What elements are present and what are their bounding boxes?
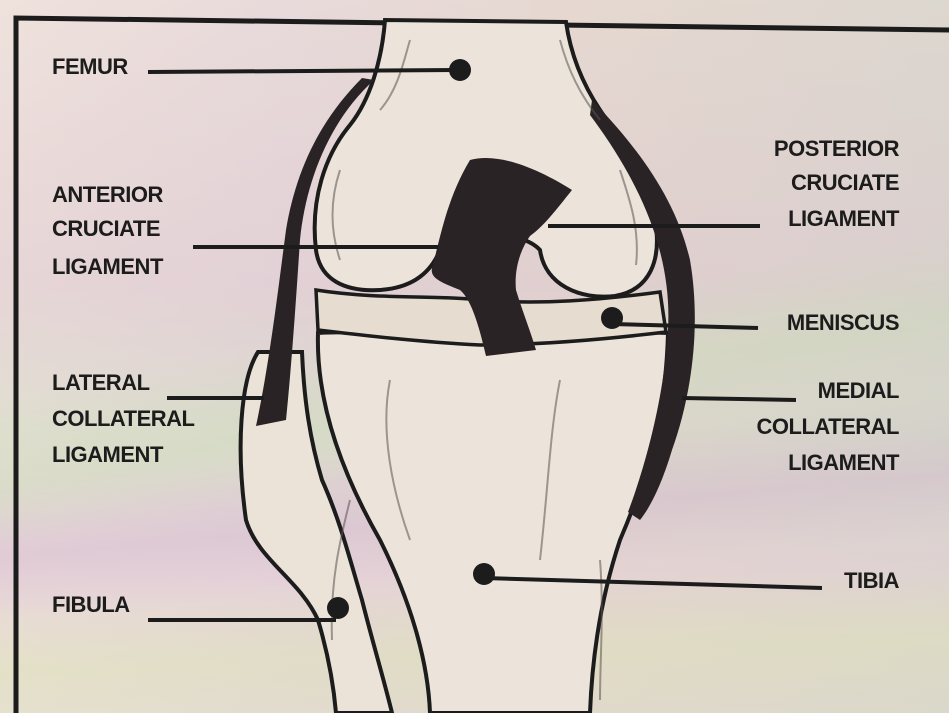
- label-mcl-line1: MEDIAL: [818, 376, 899, 406]
- label-lcl-line1: LATERAL: [52, 368, 150, 398]
- label-acl-line3: LIGAMENT: [52, 252, 163, 282]
- label-pcl-line1: POSTERIOR: [774, 134, 899, 164]
- label-mcl-line2: COLLATERAL: [757, 412, 899, 442]
- label-fibula: FIBULA: [52, 590, 130, 620]
- label-mcl-line3: LIGAMENT: [788, 448, 899, 478]
- label-acl-line1: ANTERIOR: [52, 180, 163, 210]
- meniscus-dot: [601, 307, 623, 329]
- label-femur: FEMUR: [52, 52, 128, 82]
- label-meniscus: MENISCUS: [787, 308, 899, 338]
- label-lcl-line3: LIGAMENT: [52, 440, 163, 470]
- label-lcl-line2: COLLATERAL: [52, 404, 194, 434]
- label-tibia: TIBIA: [844, 566, 899, 596]
- femur-dot: [449, 59, 471, 81]
- label-pcl-line3: LIGAMENT: [788, 204, 899, 234]
- label-acl-line2: CRUCIATE: [52, 214, 160, 244]
- fibula-dot: [327, 597, 349, 619]
- label-pcl-line2: CRUCIATE: [791, 168, 899, 198]
- tibia-dot: [473, 563, 495, 585]
